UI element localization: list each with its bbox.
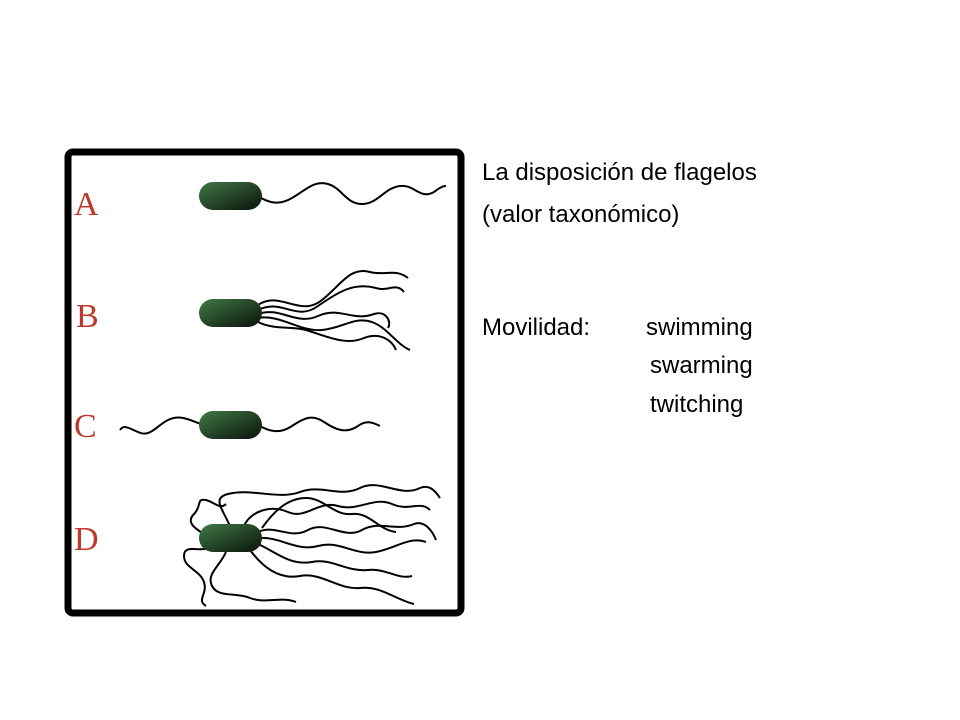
description-line-1: La disposición de flagelos [482, 159, 757, 186]
bacterium-b-lophotrichous [199, 269, 411, 351]
flagellum [243, 500, 431, 527]
flagellum [218, 484, 441, 527]
label-b: B [76, 298, 99, 335]
flagellum [261, 496, 397, 533]
bacterium-d-peritrichous [182, 484, 441, 607]
motility-swimming: swimming [646, 314, 753, 341]
label-c: C [74, 408, 97, 445]
flagellum [257, 269, 409, 308]
flagellum [249, 549, 415, 605]
bacterium-c-amphitrichous [119, 411, 381, 439]
flagellum [257, 316, 411, 351]
flagellum [182, 547, 211, 607]
flagellum [257, 416, 381, 433]
panel-frame [64, 148, 465, 617]
flagellum [257, 285, 405, 313]
label-d: D [74, 521, 99, 558]
bacterial-cell [199, 299, 262, 327]
flagellum [189, 498, 227, 535]
flagellum [119, 416, 204, 435]
bacterial-cell [199, 524, 262, 552]
flagellum [257, 311, 391, 329]
flagellum [257, 543, 413, 578]
flagellum [257, 321, 397, 351]
bacterium-a-monotrichous [199, 182, 447, 210]
bacterial-cell [199, 411, 262, 439]
bacterial-cell [199, 182, 262, 210]
flagellum [257, 536, 427, 554]
motility-swarming: swarming [650, 352, 753, 379]
motility-twitching: twitching [650, 391, 744, 418]
motility-label: Movilidad: [482, 314, 591, 341]
flagellum [257, 522, 437, 541]
label-a: A [74, 186, 99, 223]
flagellum [257, 182, 447, 206]
flagellum [209, 551, 297, 603]
description-line-2: (valor taxonómico) [482, 201, 680, 228]
